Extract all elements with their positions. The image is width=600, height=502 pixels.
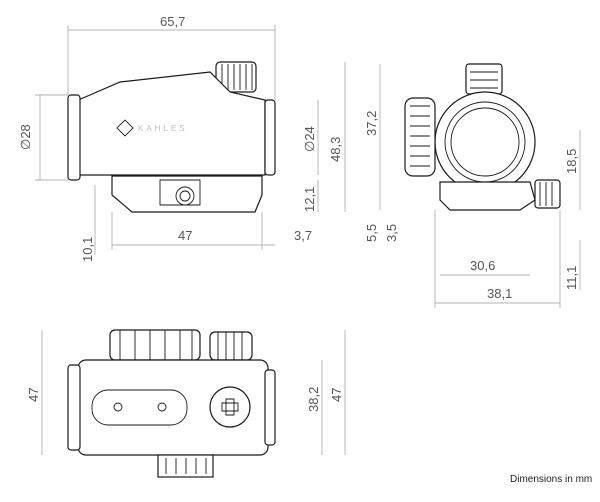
front-lever	[534, 179, 561, 209]
dim-front-height: 37,2	[364, 111, 379, 136]
top-knob-large	[109, 329, 201, 361]
front-mount	[439, 181, 536, 211]
dim-rail-a: 5,5	[364, 224, 379, 242]
rear-lens-ring	[264, 99, 276, 176]
dim-front-width-inner: 30,6	[470, 258, 495, 273]
dim-top-depth-right-a: 38,2	[306, 387, 321, 412]
front-side-knob	[404, 97, 436, 177]
dim-front-width-outer: 38,1	[487, 286, 512, 301]
top-battery-slot	[91, 389, 188, 426]
dim-front-lower: 11,1	[564, 266, 579, 290]
front-view	[404, 63, 561, 211]
dim-height-b: 12,1	[302, 187, 317, 212]
top-mount-stub	[157, 454, 214, 478]
dim-top-depth-left: 47	[26, 388, 41, 402]
dim-lens-diameter: ∅28	[18, 124, 33, 150]
top-knob-small	[209, 331, 253, 361]
dim-base-height: 10,1	[80, 237, 95, 262]
front-dimensions: 37,2 18,5 5,5 3,5 30,6 38,1 11,1	[364, 64, 581, 308]
side-view: KAHLES	[67, 61, 276, 213]
side-dimensions: 65,7 ∅28 ∅24 48,3 12,1 47 3,7 10,1	[18, 14, 346, 262]
top-view	[67, 329, 276, 478]
dim-rear-offset: 3,7	[294, 228, 312, 243]
dim-rail-b: 3,5	[384, 224, 399, 242]
side-body	[77, 71, 266, 176]
dim-rear-diameter: ∅24	[302, 126, 317, 152]
top-dimensions: 47 38,2 47	[26, 330, 346, 455]
dim-top-depth-right-b: 47	[329, 388, 344, 402]
svg-text:KAHLES: KAHLES	[138, 124, 188, 133]
footnote: Dimensions in mm	[510, 474, 592, 485]
front-lens-ring	[67, 94, 81, 181]
top-screw	[209, 386, 251, 428]
kahles-logo: KAHLES	[116, 119, 188, 137]
dim-mount-length: 47	[178, 228, 192, 243]
dim-overall-length: 65,7	[160, 14, 185, 29]
front-turret	[465, 63, 503, 95]
dim-height: 48,3	[328, 137, 343, 162]
dim-lever-height: 18,5	[564, 149, 579, 174]
side-mount	[111, 175, 263, 213]
front-body-outer	[434, 91, 536, 193]
